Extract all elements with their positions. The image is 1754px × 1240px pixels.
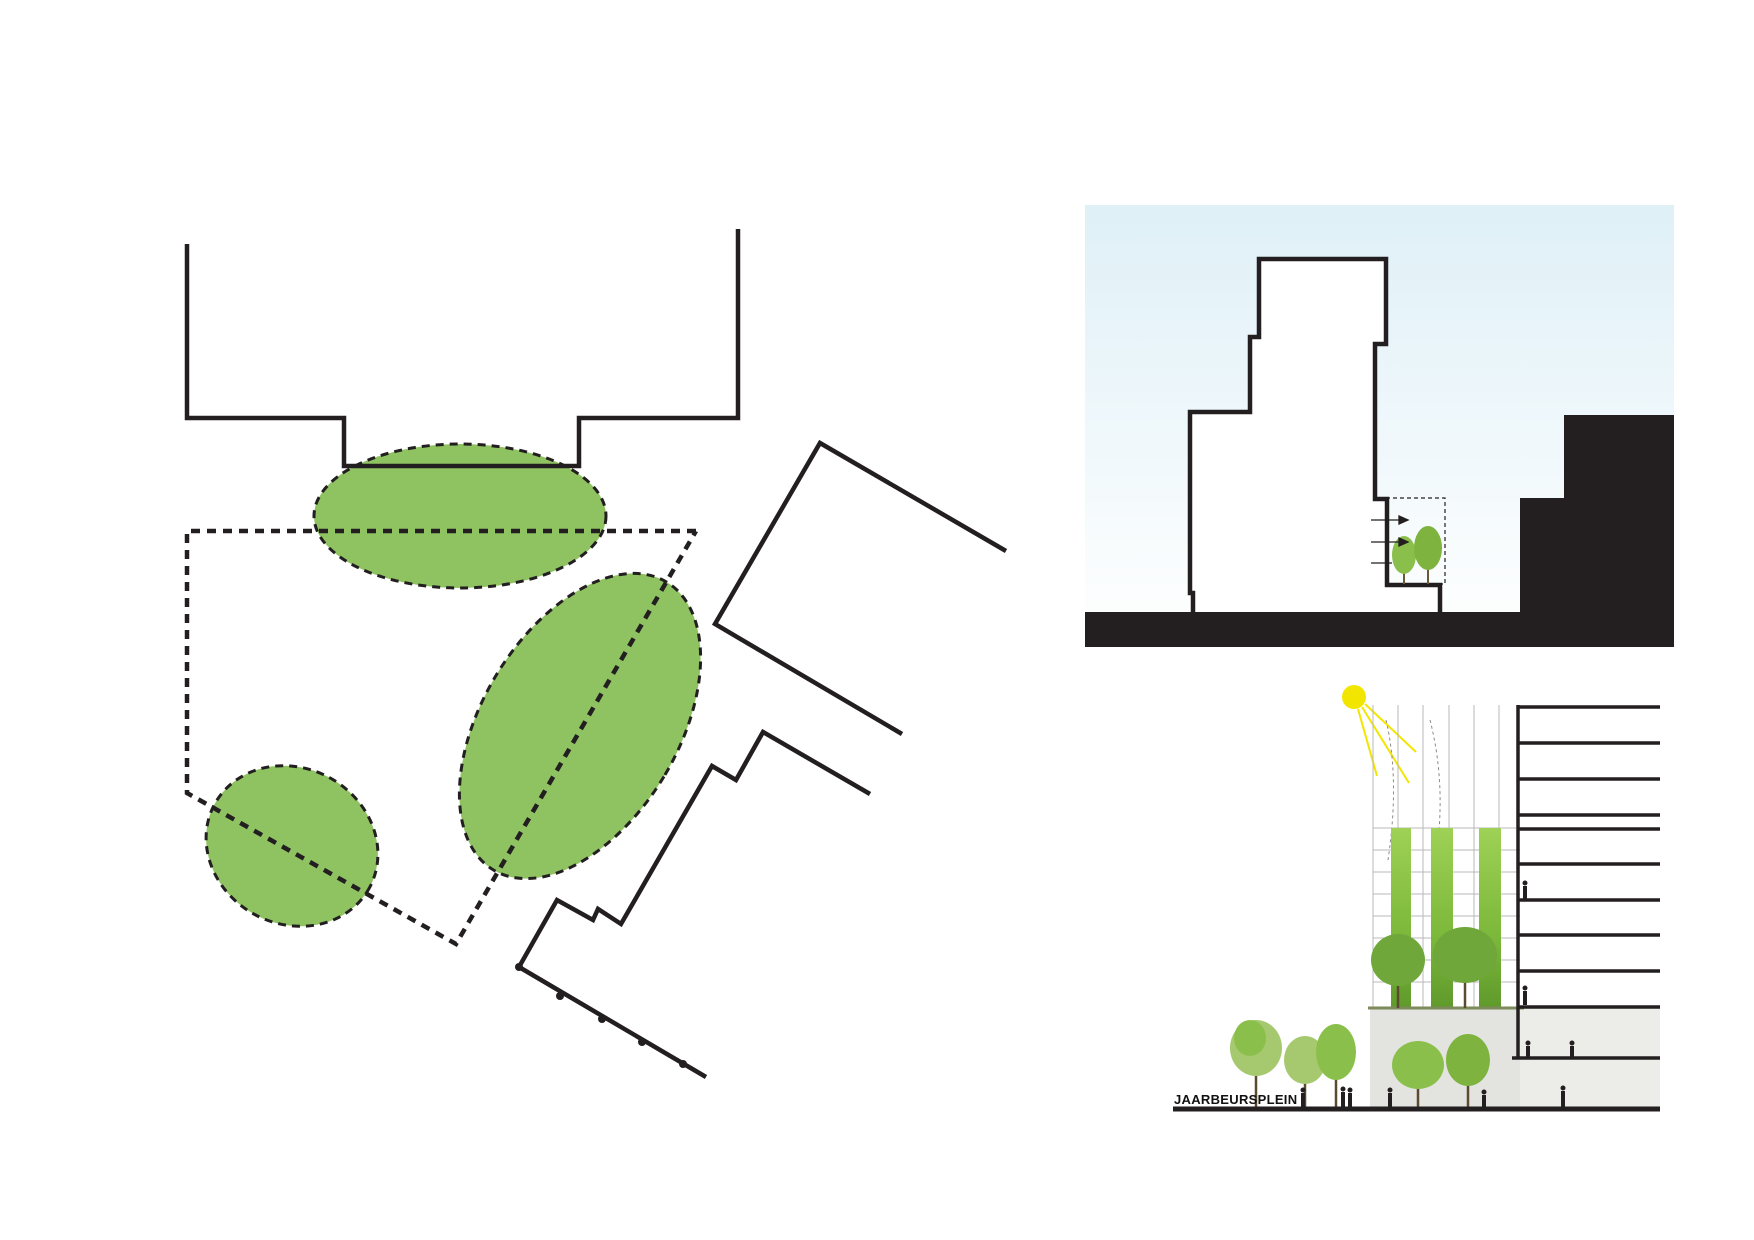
tree xyxy=(1392,1041,1444,1108)
building-angled-upper xyxy=(711,439,1008,736)
facade-bollards xyxy=(515,963,687,1068)
green-zones xyxy=(204,442,703,928)
tree xyxy=(1433,927,1497,1008)
site-boundary-dashed xyxy=(184,528,698,948)
person-icon xyxy=(1387,1087,1393,1107)
person-icon xyxy=(1522,985,1528,1005)
site-plan xyxy=(184,229,1008,1079)
green-void-frame xyxy=(1385,497,1446,585)
section-trees xyxy=(1230,927,1497,1108)
green-zone-north xyxy=(312,442,608,590)
green-zone-east xyxy=(457,571,703,881)
tree xyxy=(1316,1024,1356,1108)
people-silhouettes xyxy=(1300,880,1575,1107)
person-icon xyxy=(1347,1087,1353,1107)
plaza-label: JAARBEURSPLEIN xyxy=(1174,1092,1297,1107)
airflow-arrows xyxy=(1371,514,1410,564)
tree xyxy=(1230,1020,1282,1108)
floor-slabs xyxy=(1512,705,1660,1060)
sun-icon xyxy=(1342,685,1366,709)
person-icon xyxy=(1481,1089,1487,1107)
tower-outline xyxy=(1187,256,1443,618)
person-icon xyxy=(1300,1087,1306,1107)
person-icon xyxy=(1569,1040,1575,1057)
facade-section: JAARBEURSPLEIN xyxy=(1173,685,1660,1112)
void-trees xyxy=(1392,526,1442,584)
person-icon xyxy=(1522,880,1528,899)
person-icon xyxy=(1525,1040,1531,1057)
person-icon xyxy=(1340,1086,1346,1107)
massing-section xyxy=(1085,205,1674,647)
building-stepped-lower-outline xyxy=(515,728,872,1079)
building-u-shape xyxy=(184,229,741,469)
sun-rays xyxy=(1357,703,1417,784)
neighbor-building-mass xyxy=(1520,415,1674,645)
green-zone-southwest xyxy=(204,764,380,928)
person-icon xyxy=(1560,1085,1566,1107)
tree xyxy=(1371,934,1425,1008)
tree xyxy=(1446,1034,1490,1108)
